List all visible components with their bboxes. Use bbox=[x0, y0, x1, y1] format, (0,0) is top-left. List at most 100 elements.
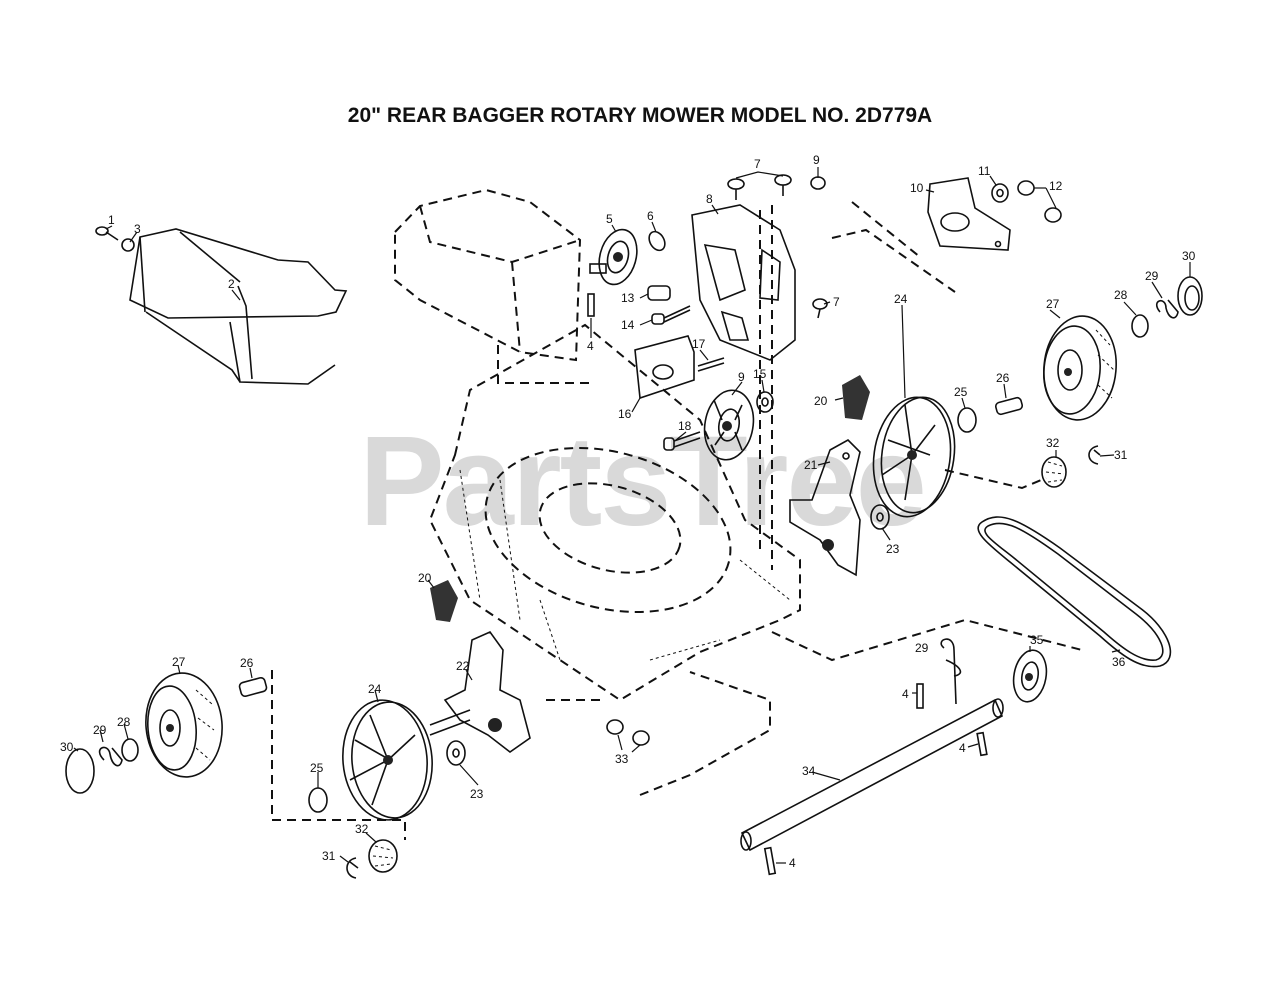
washer-part-3 bbox=[121, 238, 135, 252]
screw-part-7-b bbox=[774, 174, 792, 196]
nut-part-33-a bbox=[606, 719, 624, 735]
hubcap-part-30-left bbox=[65, 748, 95, 794]
callout-7-side: 7 bbox=[833, 295, 840, 309]
callout-9-center: 9 bbox=[738, 370, 745, 384]
bolt-part-14 bbox=[651, 305, 691, 325]
callout-29-left: 29 bbox=[93, 723, 107, 737]
callout-22: 22 bbox=[456, 659, 470, 673]
nut-part-9-top bbox=[810, 176, 826, 190]
spacer-part-6 bbox=[648, 230, 666, 252]
washer-part-15 bbox=[756, 391, 774, 413]
assembly-reference-lines bbox=[271, 201, 1083, 840]
hairpin-part-29-left bbox=[98, 746, 123, 767]
engine-outline bbox=[394, 188, 582, 362]
callout-20-right: 20 bbox=[814, 394, 828, 408]
callout-18: 18 bbox=[678, 419, 692, 433]
hairpin-part-29-shaft bbox=[940, 638, 962, 705]
screw-part-7-c bbox=[812, 298, 828, 319]
callout-1: 1 bbox=[108, 213, 115, 227]
pulley-part-35 bbox=[1012, 649, 1048, 703]
roll-pin-part-4-shaft-b bbox=[976, 731, 988, 757]
callout-32-right: 32 bbox=[1046, 436, 1060, 450]
wheel-part-27-left bbox=[145, 672, 223, 778]
pinion-part-32-right bbox=[1041, 456, 1067, 488]
grip-part-20-right bbox=[842, 375, 870, 420]
callout-24-right: 24 bbox=[894, 292, 908, 306]
callout-9-top: 9 bbox=[813, 153, 820, 167]
callout-34: 34 bbox=[802, 764, 816, 778]
pin-part-17 bbox=[697, 357, 725, 372]
hairpin-part-29-right bbox=[1155, 299, 1179, 319]
wheel-part-27-right bbox=[1043, 315, 1117, 421]
callout-12: 12 bbox=[1049, 179, 1063, 193]
callout-14: 14 bbox=[621, 318, 635, 332]
drive-shaft-part-34 bbox=[740, 698, 1004, 852]
part-callouts: 1 2 3 4 4 4 4 5 6 7 7 8 9 9 10 11 12 13 … bbox=[60, 153, 1196, 870]
callout-3: 3 bbox=[134, 222, 141, 236]
callout-29-right: 29 bbox=[1145, 269, 1159, 283]
callout-26-right: 26 bbox=[996, 371, 1010, 385]
callout-33: 33 bbox=[615, 752, 629, 766]
callout-35: 35 bbox=[1030, 633, 1044, 647]
callout-31-right: 31 bbox=[1114, 448, 1128, 462]
callout-17: 17 bbox=[692, 337, 706, 351]
callout-4-shaft-b: 4 bbox=[959, 741, 966, 755]
handle-bracket-part-10 bbox=[927, 177, 1011, 251]
callout-30-left: 30 bbox=[60, 740, 74, 754]
hubcap-part-30-right bbox=[1177, 276, 1203, 316]
clip-part-31-left bbox=[346, 857, 359, 879]
callout-27-left: 27 bbox=[172, 655, 186, 669]
watermark: PartsTree bbox=[359, 410, 927, 553]
callout-28-left: 28 bbox=[117, 715, 131, 729]
roll-pin-part-4-shaft-a bbox=[916, 683, 924, 709]
callout-20-left: 20 bbox=[418, 571, 432, 585]
callout-2: 2 bbox=[228, 277, 235, 291]
gear-wheel-part-24-right bbox=[872, 396, 956, 518]
grip-part-20-left bbox=[430, 580, 458, 622]
nut-part-33-b bbox=[632, 730, 650, 746]
callout-21: 21 bbox=[804, 458, 818, 472]
callout-15: 15 bbox=[753, 367, 767, 381]
callout-26-left: 26 bbox=[240, 656, 254, 670]
handle-bracket-part-8 bbox=[691, 204, 796, 361]
washer-part-23-left bbox=[446, 740, 466, 766]
callout-25-right: 25 bbox=[954, 385, 968, 399]
callout-5: 5 bbox=[606, 212, 613, 226]
screw-part-1 bbox=[95, 226, 119, 241]
bushing-part-26-right bbox=[994, 396, 1024, 416]
washer-part-23-right bbox=[870, 504, 890, 530]
callout-16: 16 bbox=[618, 407, 632, 421]
bolt-part-13 bbox=[647, 285, 671, 301]
roll-pin-part-4-shaft-c bbox=[763, 846, 777, 876]
pinion-part-32-left bbox=[368, 839, 398, 873]
callout-31-left: 31 bbox=[322, 849, 336, 863]
leader-lines bbox=[73, 167, 1191, 864]
mower-deck-outline bbox=[428, 323, 801, 702]
washer-part-25-right bbox=[957, 407, 977, 433]
callout-27-right: 27 bbox=[1046, 297, 1060, 311]
washer-part-28-right bbox=[1131, 314, 1149, 338]
callout-6: 6 bbox=[647, 209, 654, 223]
engine-pulley-part-5 bbox=[589, 228, 638, 286]
bracket-part-21 bbox=[789, 439, 861, 577]
washer-part-11 bbox=[991, 183, 1009, 203]
callout-4-shaft-a: 4 bbox=[902, 687, 909, 701]
bolt-part-18 bbox=[663, 431, 701, 451]
callout-13: 13 bbox=[621, 291, 635, 305]
diagram-title: 20" REAR BAGGER ROTARY MOWER MODEL NO. 2… bbox=[347, 104, 933, 127]
clip-part-31-right bbox=[1088, 445, 1101, 465]
washer-part-28-left bbox=[121, 738, 139, 762]
grass-bag-part-2 bbox=[129, 228, 348, 385]
callout-36: 36 bbox=[1112, 655, 1126, 669]
washer-part-25-left bbox=[308, 787, 328, 813]
callout-8: 8 bbox=[706, 192, 713, 206]
callout-25-left: 25 bbox=[310, 761, 324, 775]
callout-28-right: 28 bbox=[1114, 288, 1128, 302]
callout-11: 11 bbox=[978, 164, 991, 178]
nut-part-12-a bbox=[1017, 180, 1035, 196]
bracket-part-22 bbox=[429, 631, 531, 753]
callout-30-right: 30 bbox=[1182, 249, 1196, 263]
gear-wheel-part-24-left bbox=[342, 699, 433, 821]
